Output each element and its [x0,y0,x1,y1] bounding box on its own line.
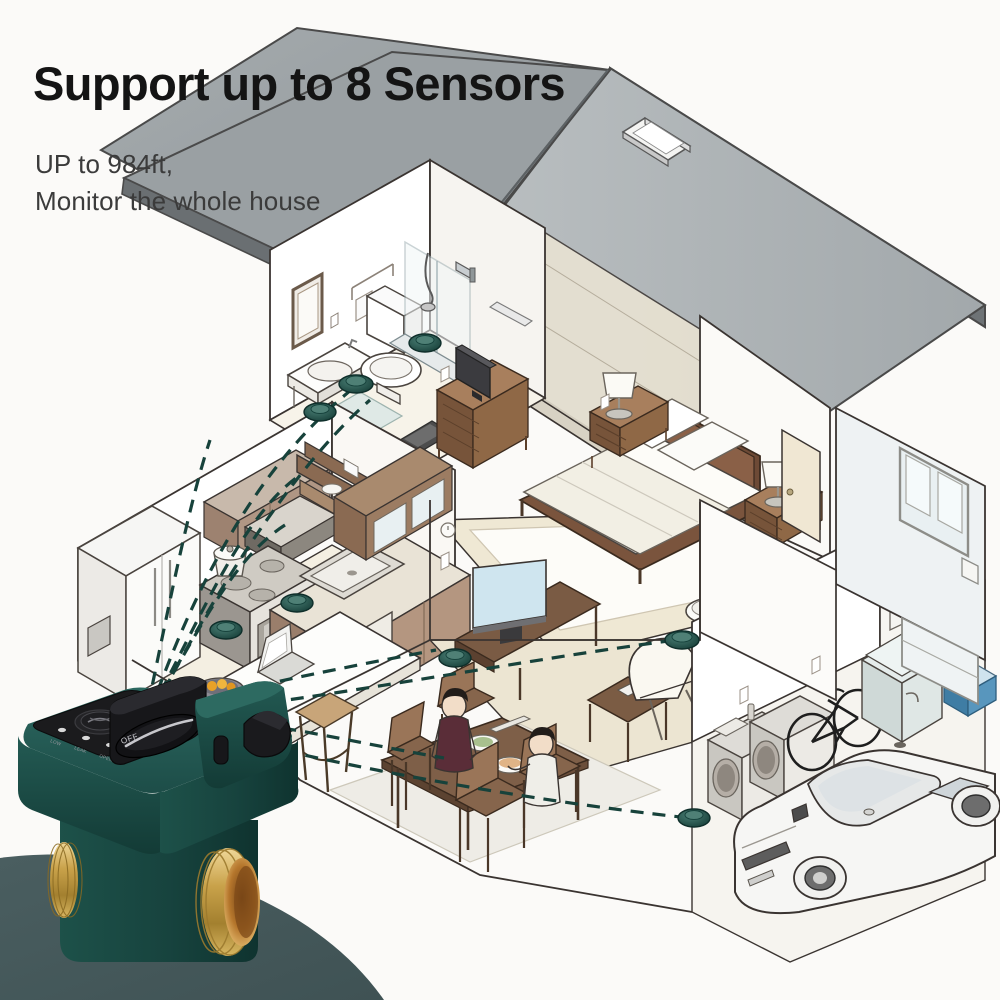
exterior-wall-right [835,406,986,706]
upper-cabinets-right [332,446,454,562]
sensor-puck [408,333,442,353]
svg-text:LOW: LOW [50,738,63,747]
wall-outlet-bedroom [600,393,610,411]
valve-lever[interactable] [213,710,291,765]
cooking-pot [213,545,247,577]
table-lamp-left [602,372,637,420]
laptop [256,622,316,685]
person-seated [507,727,561,807]
brass-fitting-right [195,848,260,956]
kitchen-sink [298,534,406,600]
water-sensors [209,333,711,828]
sensor-puck [338,374,374,394]
wall-outlet-kitchen [440,551,450,571]
sensor-puck [677,808,711,828]
sensor-puck [664,630,700,650]
wall-outlet-bedroom-2 [440,365,450,383]
refrigerator [76,505,202,702]
car [733,749,1000,915]
room-dining [328,660,662,872]
bedroom-tv [454,344,498,402]
manual-override-dial[interactable]: OFF [109,676,207,767]
sensor-puck [303,402,337,422]
valve-pipe [47,820,260,962]
subtitle-line-2: Monitor the whole house [35,185,321,216]
exterior-outlet [961,556,979,586]
skylight-icon [621,116,692,168]
valve-lever-housing[interactable] [195,681,292,789]
sensor-puck [438,648,472,668]
ceiling-vent [488,301,534,327]
interior-partition [699,498,837,702]
page-subtitle: UP to 984ft, Monitor the whole house [35,146,321,220]
brass-fitting-left [47,842,83,918]
bed [518,394,772,584]
wall-switch [330,312,339,329]
garage-wall-outlet [739,685,749,705]
bedroom-door [781,428,821,544]
product-device: HSMIYI [18,676,299,962]
window-upper [898,445,970,558]
svg-text:LEAK: LEAK [74,745,88,754]
dining-chair-left [386,700,436,810]
svg-text:OPEN: OPEN [99,753,114,762]
mirror [291,271,324,351]
page-title: Support up to 8 Sensors [33,57,566,110]
sensor-puck [209,620,243,640]
subtitle-line-1: UP to 984ft, [35,149,174,179]
partition-outlet [811,655,821,675]
window-lower [901,616,979,706]
person-standing [431,688,477,773]
sensor-puck [280,593,314,613]
roof [98,26,987,502]
